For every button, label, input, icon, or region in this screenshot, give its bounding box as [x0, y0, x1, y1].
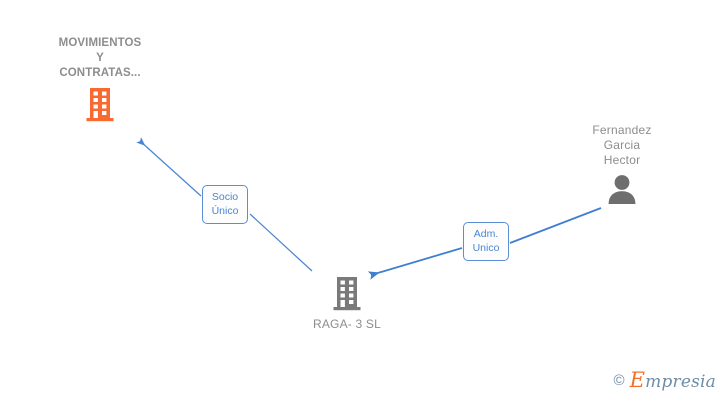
node-person-fernandez[interactable]: Fernandez Garcia Hector	[547, 123, 697, 204]
node-company-raga[interactable]: RAGA- 3 SL	[272, 270, 422, 332]
company-building-icon	[85, 87, 115, 122]
edge-socio-unico-segment-upper	[136, 137, 202, 197]
brand-initial: E	[629, 368, 646, 392]
edge-adm-unico[interactable]	[367, 207, 602, 280]
edge-socio-unico-segment-lower	[249, 213, 313, 272]
edge-label-socio-unico[interactable]: Socio Único	[202, 185, 248, 224]
copyright-icon: ©	[613, 371, 625, 389]
edge-adm-unico-segment-left	[367, 247, 463, 280]
brand-rest: mpresia	[645, 372, 716, 392]
node-fernandez-label: Fernandez Garcia Hector	[592, 123, 652, 167]
brand-wordmark: Empresia	[630, 368, 716, 392]
edge-label-adm-unico[interactable]: Adm. Unico	[463, 222, 509, 261]
watermark-empresia: © Empresia	[614, 368, 716, 392]
node-company-movimientos[interactable]: MOVIMIENTOS Y CONTRATAS...	[25, 36, 175, 122]
company-building-icon	[332, 276, 362, 311]
node-raga-label: RAGA- 3 SL	[312, 317, 382, 331]
edge-socio-unico[interactable]	[136, 137, 313, 272]
person-icon	[605, 174, 639, 204]
edge-adm-unico-segment-right	[509, 207, 602, 244]
node-movimientos-label: MOVIMIENTOS Y CONTRATAS...	[58, 37, 142, 79]
